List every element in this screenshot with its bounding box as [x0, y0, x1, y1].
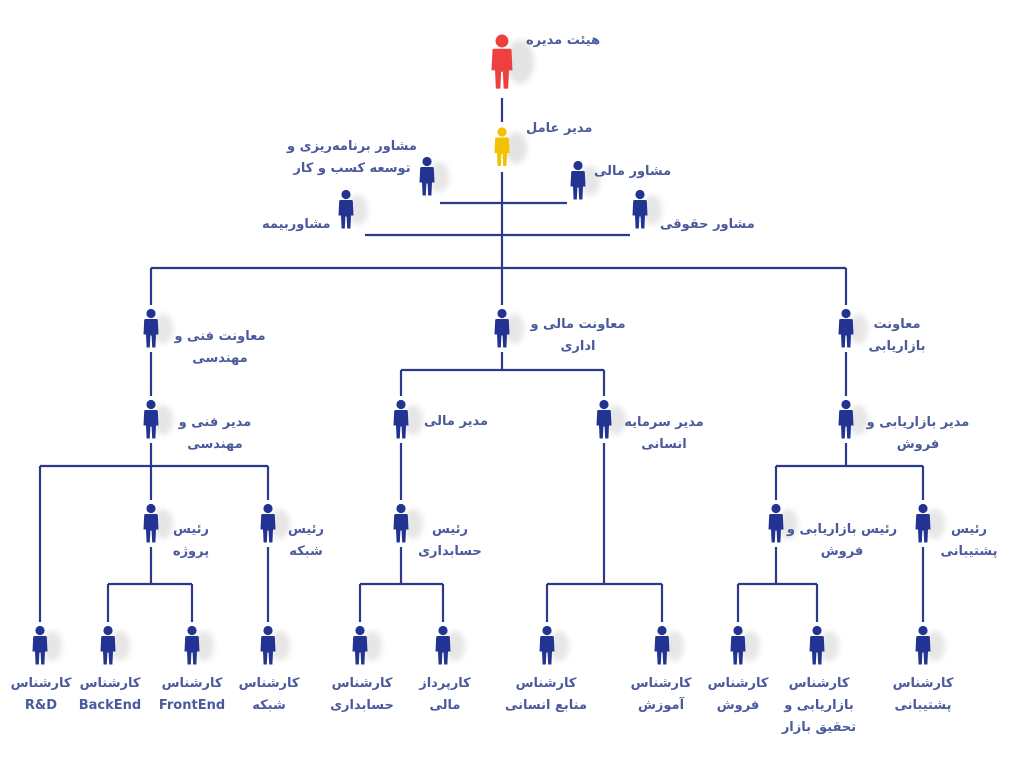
- person-icon: [570, 160, 600, 200]
- person-icon: [494, 308, 524, 348]
- person-icon: [338, 189, 368, 229]
- person-icon: [184, 625, 214, 665]
- person-icon: [143, 308, 173, 348]
- label-advisor-insurance: مشاوربیمه: [262, 217, 331, 232]
- label-advisor-finance: مشاور مالی: [594, 164, 672, 179]
- person-icon: [809, 625, 839, 665]
- person-icon: [393, 399, 423, 439]
- person-icon: [100, 625, 130, 665]
- person-icon: [260, 503, 290, 543]
- label-advisor-legal: مشاور حقوقی: [660, 217, 755, 232]
- person-icon: [143, 399, 173, 439]
- people: [491, 34, 534, 166]
- staff-icons: [32, 156, 945, 665]
- person-icon: [838, 399, 868, 439]
- person-icon: [730, 625, 760, 665]
- person-icon: [768, 503, 798, 543]
- person-icon: [32, 625, 62, 665]
- person-icon: [393, 503, 423, 543]
- label-mgr-finance: مدیر مالی: [424, 414, 489, 429]
- person-icon: [838, 308, 868, 348]
- connector-lines: [38, 98, 925, 622]
- person-icon: [654, 625, 684, 665]
- person-icon: [352, 625, 382, 665]
- label-board: هیئت مدیره: [526, 33, 601, 48]
- person-icon: [539, 625, 569, 665]
- person-icon: [143, 503, 173, 543]
- person-icon: [491, 34, 534, 89]
- label-ceo: مدیر عامل: [526, 121, 593, 136]
- person-icon: [632, 189, 662, 229]
- person-icon: [494, 127, 527, 166]
- person-icon: [596, 399, 626, 439]
- person-icon: [260, 625, 290, 665]
- person-icon: [915, 625, 945, 665]
- person-icon: [435, 625, 465, 665]
- person-icon: [419, 156, 449, 196]
- person-icon: [915, 503, 945, 543]
